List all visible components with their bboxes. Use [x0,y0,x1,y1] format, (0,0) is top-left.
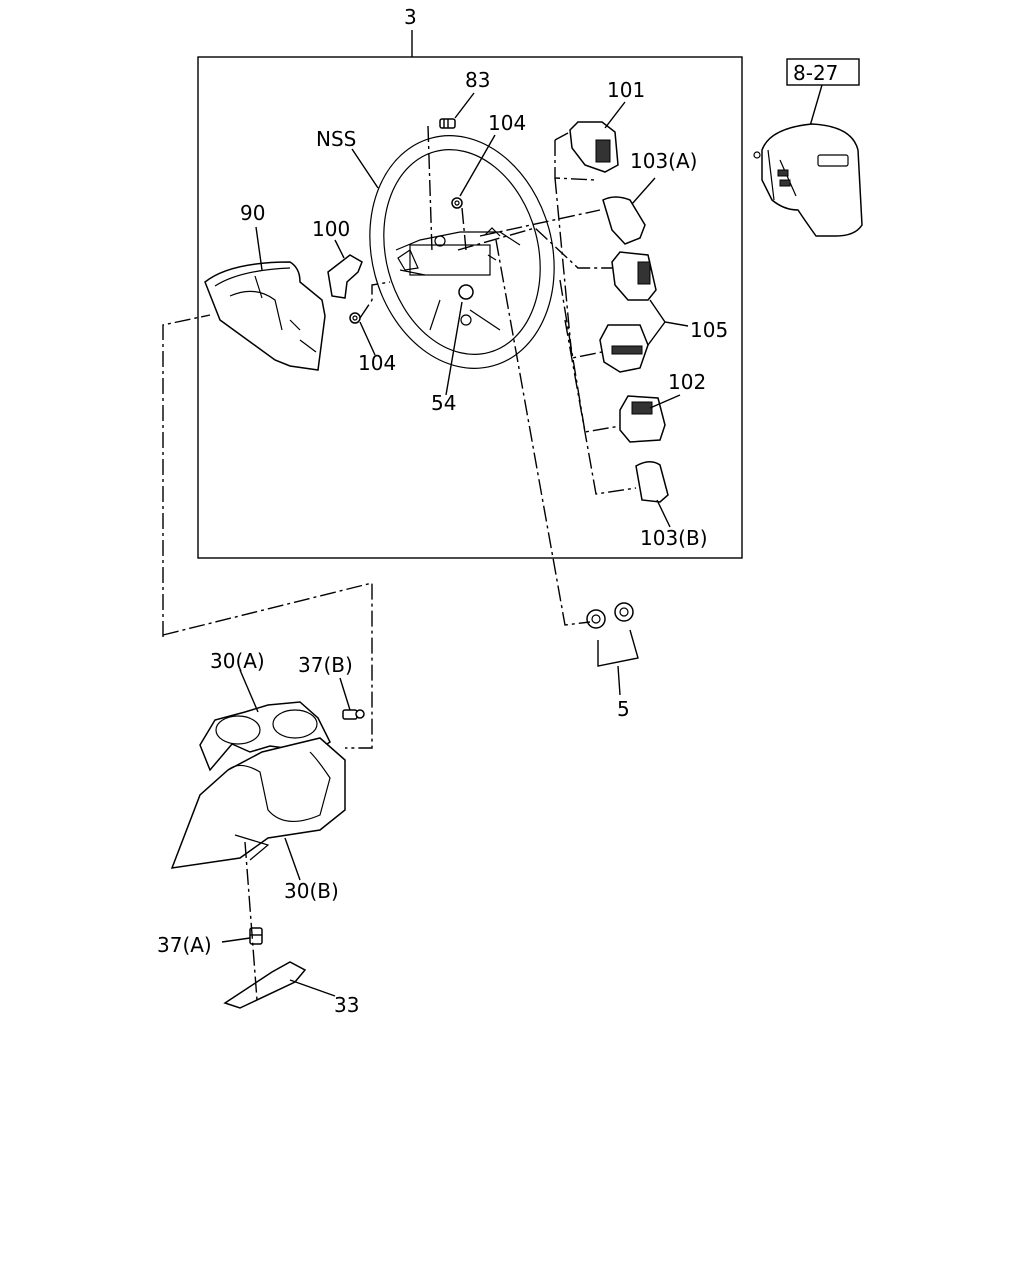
label-104-top[interactable]: 104 [488,111,526,135]
label-nss[interactable]: NSS [316,127,356,151]
label-37a[interactable]: 37(A) [157,933,212,957]
label-37b[interactable]: 37(B) [298,653,353,677]
cover-103a [602,196,646,245]
bolt-104-top [451,197,463,209]
switch-102 [619,395,666,443]
label-102[interactable]: 102 [668,370,706,394]
group-box [197,56,743,559]
cover-90 [204,261,326,371]
label-104-bottom[interactable]: 104 [358,351,396,375]
label-3[interactable]: 3 [404,5,417,29]
ref-box[interactable] [786,58,860,86]
trim-33 [223,961,307,1009]
bolt-37b [342,709,365,720]
switch-101 [569,121,619,173]
label-54[interactable]: 54 [431,391,456,415]
bolt-83 [439,118,456,129]
label-90[interactable]: 90 [240,201,265,225]
label-8-27[interactable]: 8-27 [793,61,838,85]
assembly-lines [162,125,637,1001]
leader-5 [597,629,639,696]
bracket-100 [327,254,363,299]
ref-leader [809,84,823,127]
label-105[interactable]: 105 [690,318,728,342]
leader-lines [221,92,689,997]
column-cover-30a [199,701,331,772]
steering-wheel [369,135,555,369]
airbag-module [753,123,863,237]
label-83[interactable]: 83 [465,68,490,92]
nut-54 [458,284,474,300]
label-30a[interactable]: 30(A) [210,649,265,673]
nut-washer-5 [586,602,634,629]
cover-103b [635,461,669,503]
label-103a[interactable]: 103(A) [630,149,697,173]
bolt-104-bottom [349,312,361,324]
switch-105-upper [611,251,657,301]
label-33[interactable]: 33 [334,993,359,1017]
label-103b[interactable]: 103(B) [640,526,708,550]
column-cover-30b [170,737,346,869]
label-30b[interactable]: 30(B) [284,879,339,903]
bolt-37a [249,927,263,945]
label-100[interactable]: 100 [312,217,350,241]
label-5[interactable]: 5 [617,697,630,721]
switch-105-lower [599,324,649,373]
label-101[interactable]: 101 [607,78,645,102]
